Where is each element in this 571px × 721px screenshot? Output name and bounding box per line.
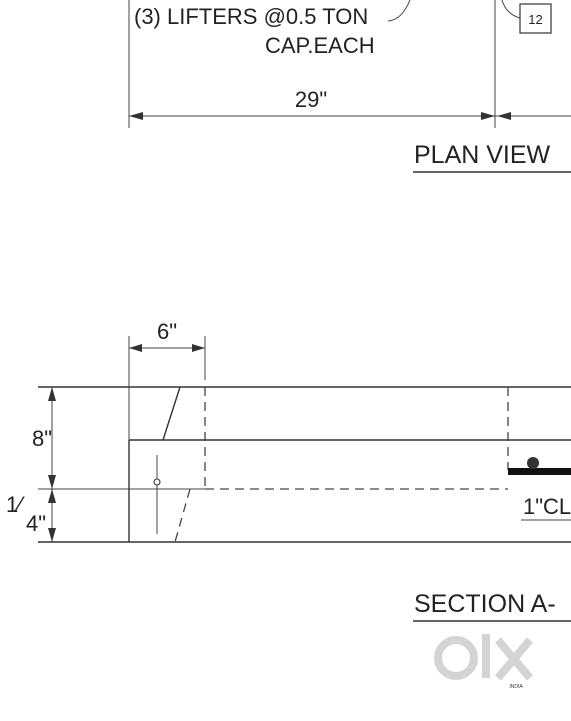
lifter-pin-eye — [153, 478, 161, 486]
section-fraction-numerator: 1⁄ — [6, 492, 25, 517]
section-height-arrow-top — [48, 387, 56, 401]
section-height-arrow-bottom — [48, 528, 56, 542]
olx-watermark: INDIA — [434, 634, 534, 690]
section-view: 6" 1"CL 8" 1⁄ 4" SECTION A — [6, 319, 571, 622]
watermark-x-icon — [494, 637, 534, 681]
plan-width-arrow-right — [481, 112, 495, 120]
plan-view: 12 (3) LIFTERS @0.5 TON CAP.EACH 29" PLA… — [128, 0, 571, 173]
tag-leader-line — [501, 0, 521, 19]
rebar-dot — [527, 457, 539, 469]
section-height-dimension-text: 8" — [32, 426, 52, 451]
section-top-arrow-left — [129, 344, 142, 352]
plan-width-dimension-text: 29" — [295, 87, 327, 112]
section-top-dimension-text: 6" — [157, 319, 177, 344]
watermark-l-icon — [482, 634, 490, 678]
watermark-sub-text: INDIA — [509, 684, 523, 690]
lifters-note-line1: (3) LIFTERS @0.5 TON — [134, 4, 368, 29]
plan-view-title: PLAN VIEW — [414, 141, 551, 169]
plan-next-arrow-left — [497, 112, 511, 120]
lifter-leader-line — [387, 0, 411, 22]
section-height-arrow-mid-down — [48, 489, 56, 503]
tag-box — [519, 3, 552, 34]
plan-width-arrow-left — [129, 112, 143, 120]
section-view-title: SECTION A- — [414, 590, 556, 618]
section-top-arrow-right — [192, 344, 205, 352]
section-partial-dimension-text: 4" — [26, 511, 46, 536]
lifters-note-line2: CAP.EACH — [265, 33, 375, 58]
tag-number: 12 — [528, 12, 542, 27]
section-slant-upper — [162, 386, 181, 441]
watermark-o-icon — [434, 636, 478, 680]
section-slant-lower — [174, 488, 191, 543]
section-height-arrow-mid-up — [48, 475, 56, 489]
rebar-bar — [508, 468, 571, 475]
clear-cover-note: 1"CL — [523, 494, 571, 519]
